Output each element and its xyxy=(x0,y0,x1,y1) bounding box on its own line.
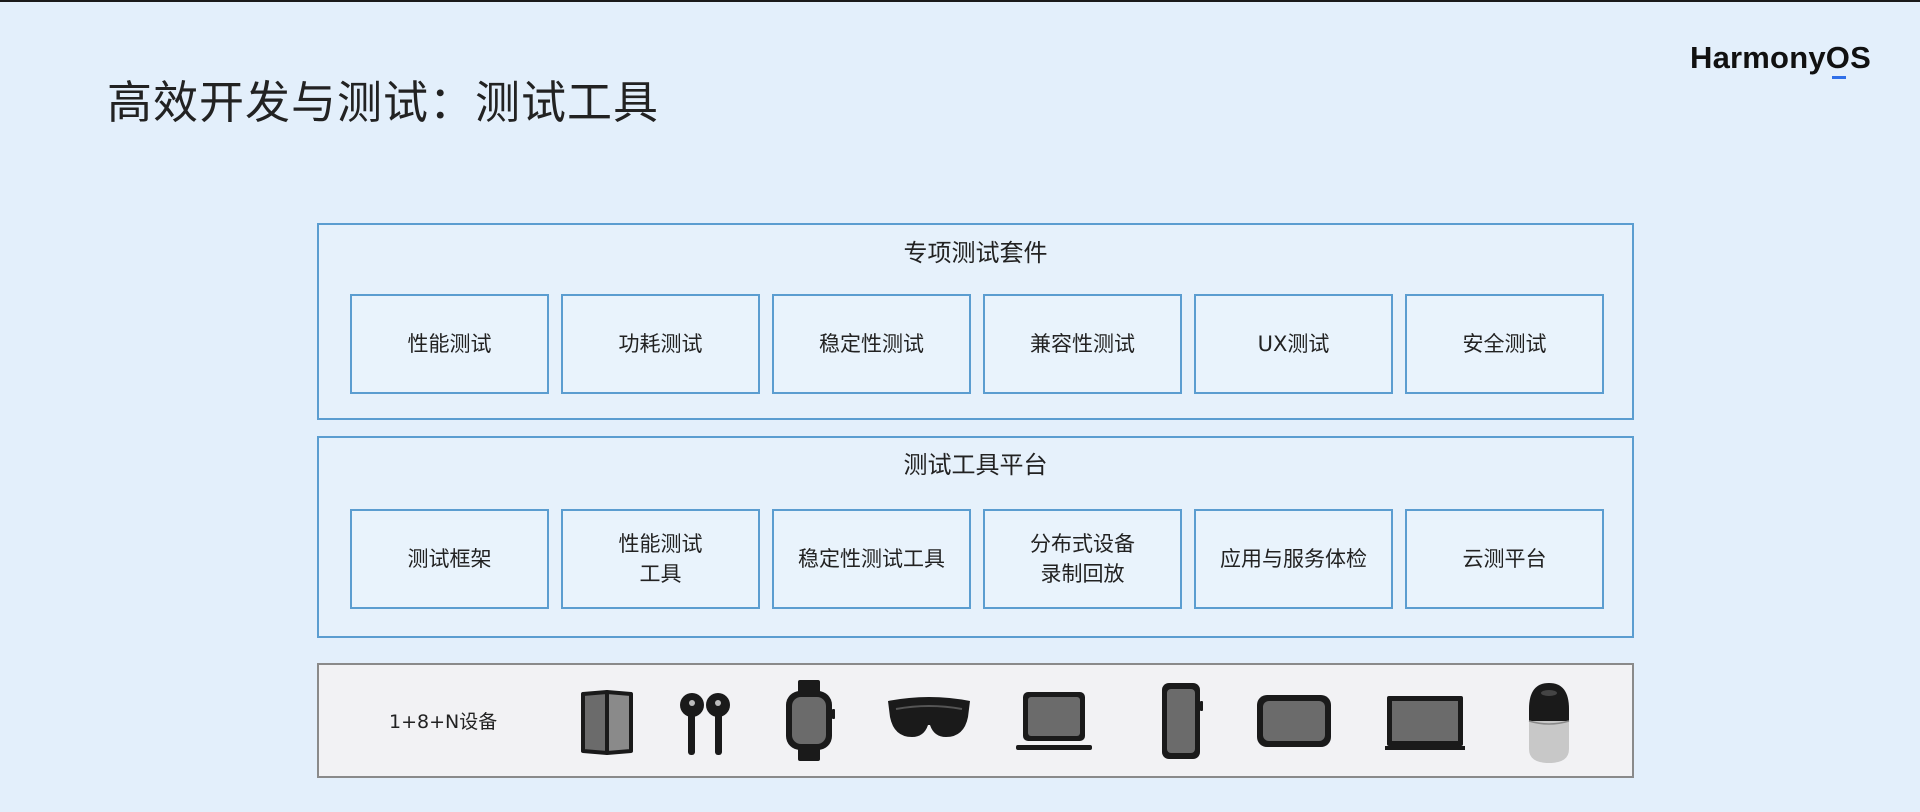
laptop-icon xyxy=(1016,692,1092,750)
slide-title: 高效开发与测试：测试工具 xyxy=(107,76,660,129)
test-platform-panel: 测试工具平台 测试框架 性能测试 工具 稳定性测试工具 分布式设备 录制回放 应… xyxy=(317,436,1634,638)
platform-item-distributed-replay: 分布式设备 录制回放 xyxy=(983,509,1182,609)
smartwatch-icon xyxy=(786,680,835,761)
platform-item-app-checkup: 应用与服务体检 xyxy=(1194,509,1393,609)
test-platform-items: 测试框架 性能测试 工具 稳定性测试工具 分布式设备 录制回放 应用与服务体检 … xyxy=(350,509,1604,609)
suite-item-power: 功耗测试 xyxy=(561,294,760,394)
devices-panel: 1+8+N设备 xyxy=(317,663,1634,778)
platform-item-framework: 测试框架 xyxy=(350,509,549,609)
test-platform-title: 测试工具平台 xyxy=(903,451,1048,479)
harmonyos-logo: HarmonyOS xyxy=(1690,40,1871,75)
platform-item-stability-tool: 稳定性测试工具 xyxy=(772,509,971,609)
logo-accent xyxy=(1832,76,1846,79)
suite-item-stability: 稳定性测试 xyxy=(772,294,971,394)
vr-glasses-icon xyxy=(888,697,970,737)
platform-item-performance-tool: 性能测试 工具 xyxy=(561,509,760,609)
monitor-icon xyxy=(1385,696,1465,750)
top-border xyxy=(0,0,1920,2)
test-suite-panel: 专项测试套件 性能测试 功耗测试 稳定性测试 兼容性测试 UX测试 安全测试 xyxy=(317,223,1634,420)
suite-item-security: 安全测试 xyxy=(1405,294,1604,394)
tablet-icon xyxy=(1257,695,1331,747)
test-suite-items: 性能测试 功耗测试 稳定性测试 兼容性测试 UX测试 安全测试 xyxy=(350,294,1604,394)
foldable-phone-icon xyxy=(581,690,633,755)
devices-label: 1+8+N设备 xyxy=(389,711,498,733)
test-suite-title: 专项测试套件 xyxy=(903,239,1048,267)
suite-item-ux: UX测试 xyxy=(1194,294,1393,394)
smart-speaker-icon xyxy=(1528,683,1570,763)
earbuds-icon xyxy=(680,693,730,755)
phone-icon xyxy=(1162,683,1203,759)
platform-item-cloud-test: 云测平台 xyxy=(1405,509,1604,609)
suite-item-compatibility: 兼容性测试 xyxy=(983,294,1182,394)
suite-item-performance: 性能测试 xyxy=(350,294,549,394)
